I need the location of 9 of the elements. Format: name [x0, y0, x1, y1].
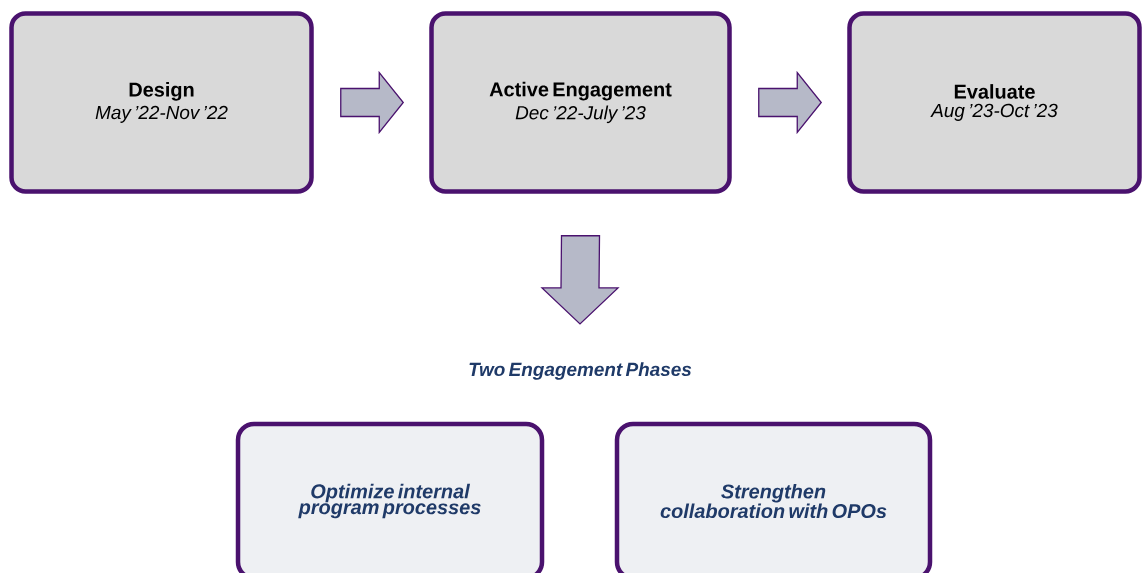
focus-box: Strengthen collaboration with OPOs [614, 421, 933, 573]
process-box: Design May ’22-Nov ’22 [9, 11, 314, 194]
process-box: Active Engagement Dec ’22-July ’23 [429, 11, 732, 194]
block-arrow [340, 70, 405, 135]
block-arrow [758, 70, 823, 135]
focus-box: Optimize internal program processes [235, 421, 545, 573]
heading-text: Two Engagement Phases [469, 362, 692, 380]
block-arrow [540, 235, 620, 325]
process-box: Evaluate Aug ’23-Oct ’23 [847, 11, 1142, 194]
